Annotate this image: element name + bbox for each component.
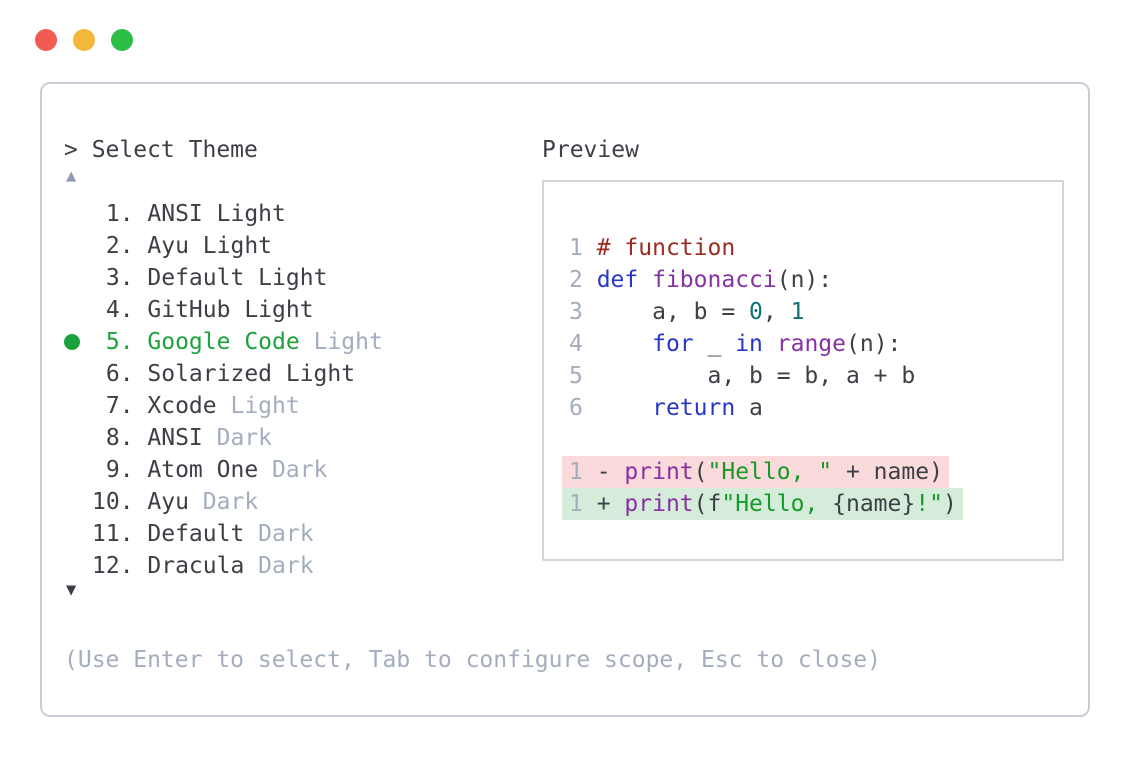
diff-removed-line: 1 - print("Hello, " + name) xyxy=(562,456,963,488)
diff-added-line: 1 + print(f"Hello, {name}!") xyxy=(562,488,963,520)
indicator-spacer xyxy=(64,390,92,422)
code-preview: 1 # function 2 def fibonacci(n): 3 a, b = … xyxy=(562,232,963,520)
code-line: 2 def fibonacci(n): xyxy=(569,267,833,293)
close-window-icon[interactable] xyxy=(35,29,57,51)
theme-item-number: 6. xyxy=(92,361,148,387)
theme-item-variant: Light xyxy=(188,233,273,259)
blank-line xyxy=(562,424,963,456)
keyboard-hint: (Use Enter to select, Tab to configure s… xyxy=(64,647,881,673)
line-number: 1 xyxy=(569,235,597,261)
theme-item-name: Default xyxy=(147,521,245,547)
diff-sign: + xyxy=(582,491,625,517)
theme-item-variant: Light xyxy=(216,393,300,419)
diff-sign: - xyxy=(582,459,625,485)
theme-item-number: 3. xyxy=(92,265,148,291)
line-number: 1 xyxy=(569,459,583,485)
theme-item-variant: Dark xyxy=(244,553,314,579)
theme-list-item[interactable]: 10. Ayu Dark xyxy=(64,486,383,518)
theme-list-item[interactable]: 3. Default Light xyxy=(64,262,383,294)
theme-item-name: ANSI xyxy=(147,201,203,227)
minimize-window-icon[interactable] xyxy=(73,29,95,51)
selected-theme-dot-icon xyxy=(64,326,92,358)
theme-item-name: Ayu xyxy=(147,233,189,259)
theme-item-variant: Light xyxy=(244,265,328,291)
theme-item-number: 8. xyxy=(92,425,148,451)
indicator-spacer xyxy=(64,294,92,326)
theme-list-item[interactable]: 12. Dracula Dark xyxy=(64,550,383,582)
theme-list-item[interactable]: 7. Xcode Light xyxy=(64,390,383,422)
indicator-spacer xyxy=(64,518,92,550)
code-line: 3 a, b = 0, 1 xyxy=(569,299,805,325)
scroll-down-icon[interactable]: ▼ xyxy=(66,580,77,600)
theme-picker-panel: > Select Theme ▲ 1. ANSI Light 2. Ayu Li… xyxy=(40,82,1090,717)
theme-item-number: 5. xyxy=(92,329,148,355)
line-number: 2 xyxy=(569,267,597,293)
theme-item-name: Google Code xyxy=(147,329,300,355)
theme-item-name: Dracula xyxy=(147,553,245,579)
indicator-spacer xyxy=(64,422,92,454)
theme-item-name: Atom One xyxy=(147,457,259,483)
theme-list-item[interactable]: 9. Atom One Dark xyxy=(64,454,383,486)
scroll-up-icon[interactable]: ▲ xyxy=(66,166,77,186)
indicator-spacer xyxy=(64,454,92,486)
theme-list-item[interactable]: 6. Solarized Light xyxy=(64,358,383,390)
theme-list-item[interactable]: 2. Ayu Light xyxy=(64,230,383,262)
theme-list: 1. ANSI Light 2. Ayu Light 3. Default Li… xyxy=(64,198,383,582)
theme-item-name: Default xyxy=(147,265,245,291)
theme-item-variant: Dark xyxy=(258,457,328,483)
theme-list-item[interactable]: 1. ANSI Light xyxy=(64,198,383,230)
theme-list-item[interactable]: 8. ANSI Dark xyxy=(64,422,383,454)
theme-item-variant: Dark xyxy=(202,425,273,451)
theme-item-number: 11. xyxy=(92,521,148,547)
line-number: 4 xyxy=(569,331,597,357)
theme-item-number: 1. xyxy=(92,201,148,227)
theme-list-item[interactable]: 4. GitHub Light xyxy=(64,294,383,326)
preview-label: Preview xyxy=(542,137,639,163)
code-line: 1 # function xyxy=(569,235,736,261)
indicator-spacer xyxy=(64,550,92,582)
indicator-spacer xyxy=(64,262,92,294)
code-line: 4 for _ in range(n): xyxy=(569,331,902,357)
preview-box: 1 # function 2 def fibonacci(n): 3 a, b = … xyxy=(542,180,1064,561)
select-theme-prompt: > Select Theme xyxy=(64,137,258,163)
indicator-spacer xyxy=(64,358,92,390)
line-number: 1 xyxy=(569,491,583,517)
theme-item-variant: Light xyxy=(230,297,314,323)
theme-list-item[interactable]: 5. Google Code Light xyxy=(64,326,383,358)
theme-item-number: 2. xyxy=(92,233,148,259)
indicator-spacer xyxy=(64,486,92,518)
theme-item-variant: Dark xyxy=(244,521,314,547)
window-controls xyxy=(35,29,133,51)
code-line: 6 return a xyxy=(569,395,763,421)
code-line: 5 a, b = b, a + b xyxy=(569,363,916,389)
theme-item-name: Ayu xyxy=(147,489,189,515)
theme-list-item[interactable]: 11. Default Dark xyxy=(64,518,383,550)
theme-item-number: 7. xyxy=(92,393,148,419)
indicator-spacer xyxy=(64,230,92,262)
theme-item-name: ANSI xyxy=(147,425,203,451)
theme-item-name: Solarized xyxy=(147,361,273,387)
theme-item-number: 9. xyxy=(92,457,148,483)
theme-item-variant: Dark xyxy=(188,489,259,515)
theme-item-number: 10. xyxy=(92,489,148,515)
line-number: 6 xyxy=(569,395,597,421)
theme-item-variant: Light xyxy=(202,201,286,227)
theme-item-variant: Light xyxy=(272,361,356,387)
theme-item-name: GitHub xyxy=(147,297,231,323)
line-number: 5 xyxy=(569,363,597,389)
line-number: 3 xyxy=(569,299,597,325)
indicator-spacer xyxy=(64,198,92,230)
theme-item-name: Xcode xyxy=(147,393,217,419)
theme-item-number: 4. xyxy=(92,297,148,323)
theme-item-variant: Light xyxy=(299,329,383,355)
zoom-window-icon[interactable] xyxy=(111,29,133,51)
theme-item-number: 12. xyxy=(92,553,148,579)
